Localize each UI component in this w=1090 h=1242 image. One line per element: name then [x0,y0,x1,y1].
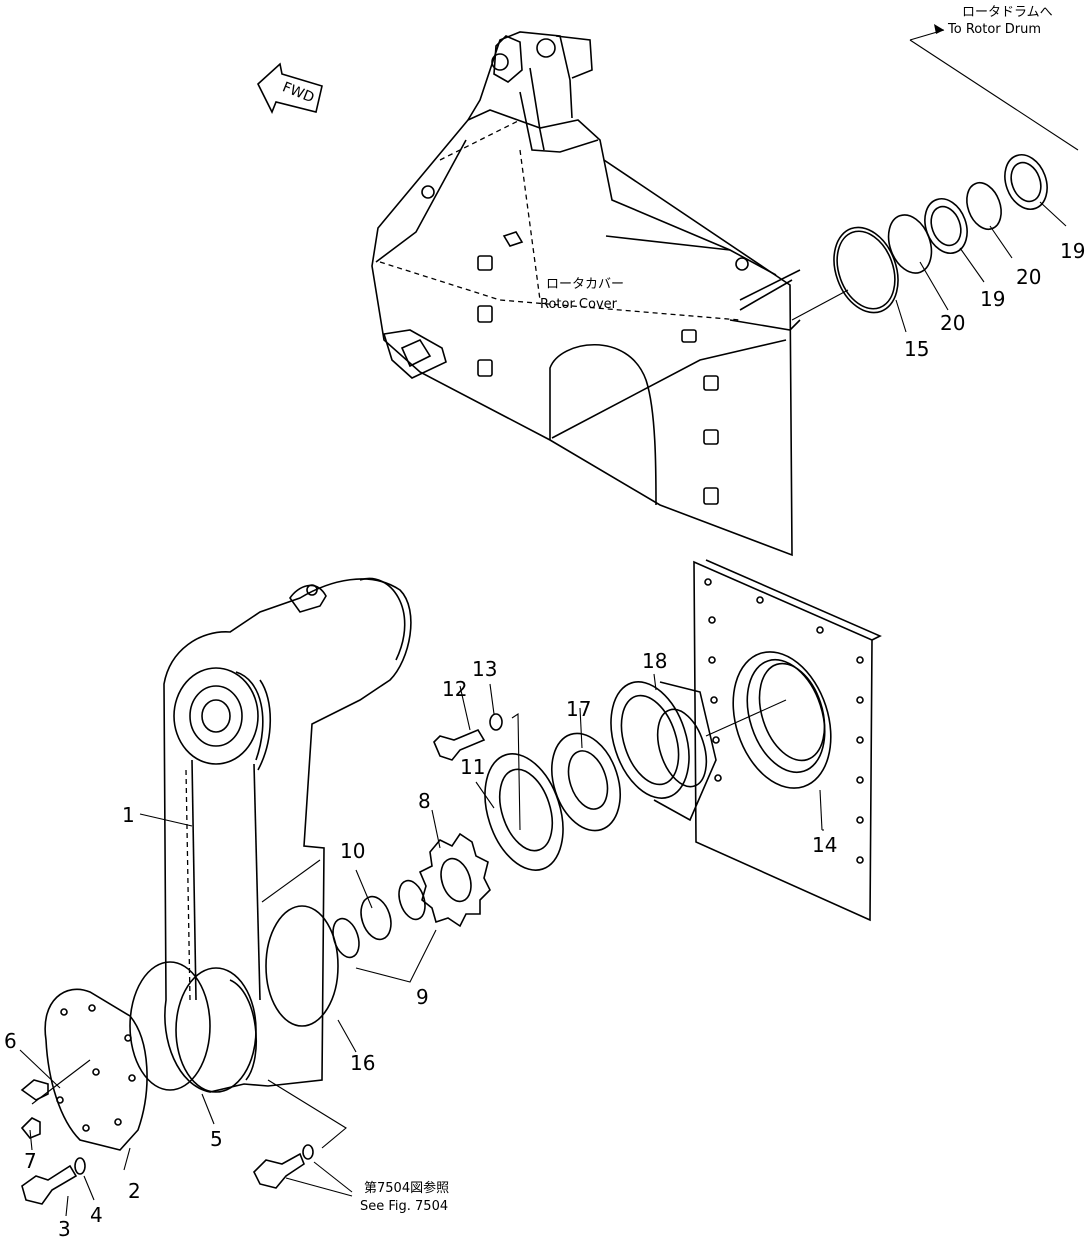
part-number-13: 13 [472,657,497,681]
part-number-20a: 20 [1016,265,1041,289]
cover-plate [44,988,148,1151]
part-number-18: 18 [642,649,667,673]
part-number-11: 11 [460,755,485,779]
sprocket [418,832,491,928]
fwd-arrow-icon: FWD [257,62,323,114]
seal-ring-group-upper [791,154,1048,321]
part-number-labels: 1 2 3 4 5 6 7 8 9 10 11 12 13 14 15 16 1… [4,239,1085,1241]
bearing-housing [610,681,787,822]
part-number-12: 12 [442,677,467,701]
part-number-9: 9 [416,985,429,1009]
flange-plate [693,559,882,922]
leader-lines [19,201,1067,1217]
part-number-3: 3 [58,1217,71,1241]
part-number-10: 10 [340,839,365,863]
to-rotor-drum-callout: ロータドラムへ To Rotor Drum [909,5,1079,151]
retainer-plate [484,753,564,871]
part-number-1: 1 [122,803,135,827]
see-fig-7504-callout: 第7504図参照 See Fig. 7504 [253,1079,449,1214]
rotor-cover-jp: ロータカバー [546,277,624,292]
part-number-16: 16 [350,1051,375,1075]
part-number-7: 7 [24,1149,37,1173]
part-number-19b: 19 [980,287,1005,311]
part-number-20b: 20 [940,311,965,335]
small-fasteners [20,1079,86,1205]
gasket-rings [129,905,339,1091]
to-rotor-drum-en: To Rotor Drum [947,22,1041,37]
part-number-14: 14 [812,833,837,857]
to-rotor-drum-jp: ロータドラムへ [962,5,1053,20]
part-number-15: 15 [904,337,929,361]
part-number-6: 6 [4,1029,17,1053]
part-number-4: 4 [90,1203,103,1227]
part-number-5: 5 [210,1127,223,1151]
nut-and-lockwasher [332,879,437,983]
rotor-cover-housing: ロータカバー Rotor Cover [371,31,801,557]
see-fig-jp: 第7504図参照 [364,1180,449,1196]
part-number-8: 8 [418,789,431,813]
bearing [551,732,621,832]
see-fig-en: See Fig. 7504 [360,1199,448,1214]
chain-case [163,577,412,1093]
bolt-12 [433,712,521,831]
part-number-17: 17 [566,697,591,721]
part-number-19a: 19 [1060,239,1085,263]
part-number-2: 2 [128,1179,141,1203]
rotor-cover-en: Rotor Cover [540,297,618,312]
